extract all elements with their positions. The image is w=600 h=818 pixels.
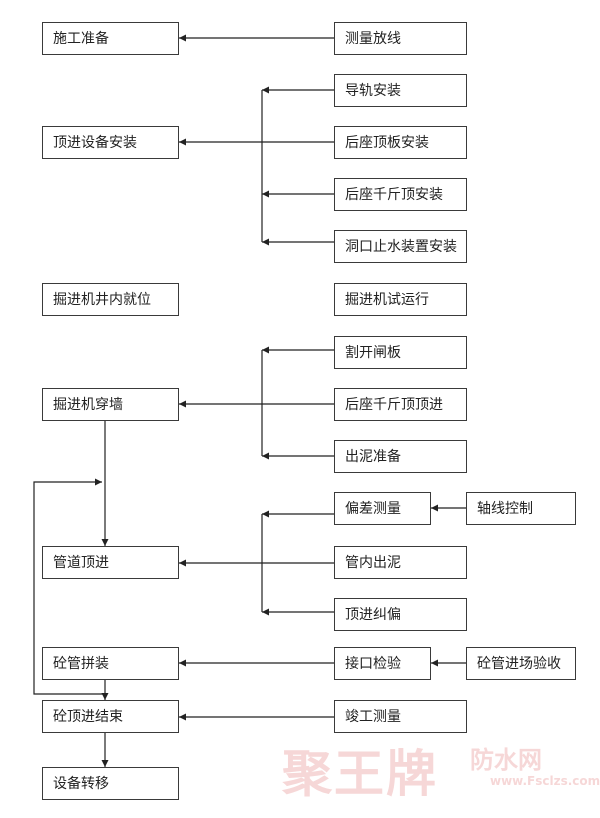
box-jacking-correction: 顶进纠偏: [334, 598, 467, 631]
box-cut-gate-plate: 割开闸板: [334, 336, 467, 369]
box-survey-layout: 测量放线: [334, 22, 467, 55]
box-jacking-equipment-install: 顶进设备安装: [42, 126, 179, 159]
box-tbm-wall-penetration: 掘进机穿墙: [42, 388, 179, 421]
box-back-jack-jacking: 后座千斤顶顶进: [334, 388, 467, 421]
box-mud-removal-in-pipe: 管内出泥: [334, 546, 467, 579]
watermark-url: www.Fsclzs.com: [490, 774, 600, 788]
box-portal-waterstop: 洞口止水装置安装: [334, 230, 467, 263]
box-back-jack-install: 后座千斤顶安装: [334, 178, 467, 211]
box-tbm-in-shaft: 掘进机井内就位: [42, 283, 179, 316]
box-guide-rail-install: 导轨安装: [334, 74, 467, 107]
box-concrete-pipe-assembly: 砼管拼装: [42, 647, 179, 680]
box-mud-removal-prep: 出泥准备: [334, 440, 467, 473]
watermark-site: 防水网: [470, 746, 542, 774]
box-joint-inspection: 接口检验: [334, 647, 431, 680]
box-back-plate-install: 后座顶板安装: [334, 126, 467, 159]
box-deviation-survey: 偏差测量: [334, 492, 431, 525]
box-tbm-trial-run: 掘进机试运行: [334, 283, 467, 316]
box-pipe-site-acceptance: 砼管进场验收: [466, 647, 576, 680]
box-jacking-complete: 砼顶进结束: [42, 700, 179, 733]
box-axis-control: 轴线控制: [466, 492, 576, 525]
watermark-brand: 聚王牌: [282, 745, 438, 803]
box-equipment-transfer: 设备转移: [42, 767, 179, 800]
box-completion-survey: 竣工测量: [334, 700, 467, 733]
loop-back-to-jacking: [33, 478, 106, 695]
box-pipe-jacking: 管道顶进: [42, 546, 179, 579]
box-construction-prep: 施工准备: [42, 22, 179, 55]
